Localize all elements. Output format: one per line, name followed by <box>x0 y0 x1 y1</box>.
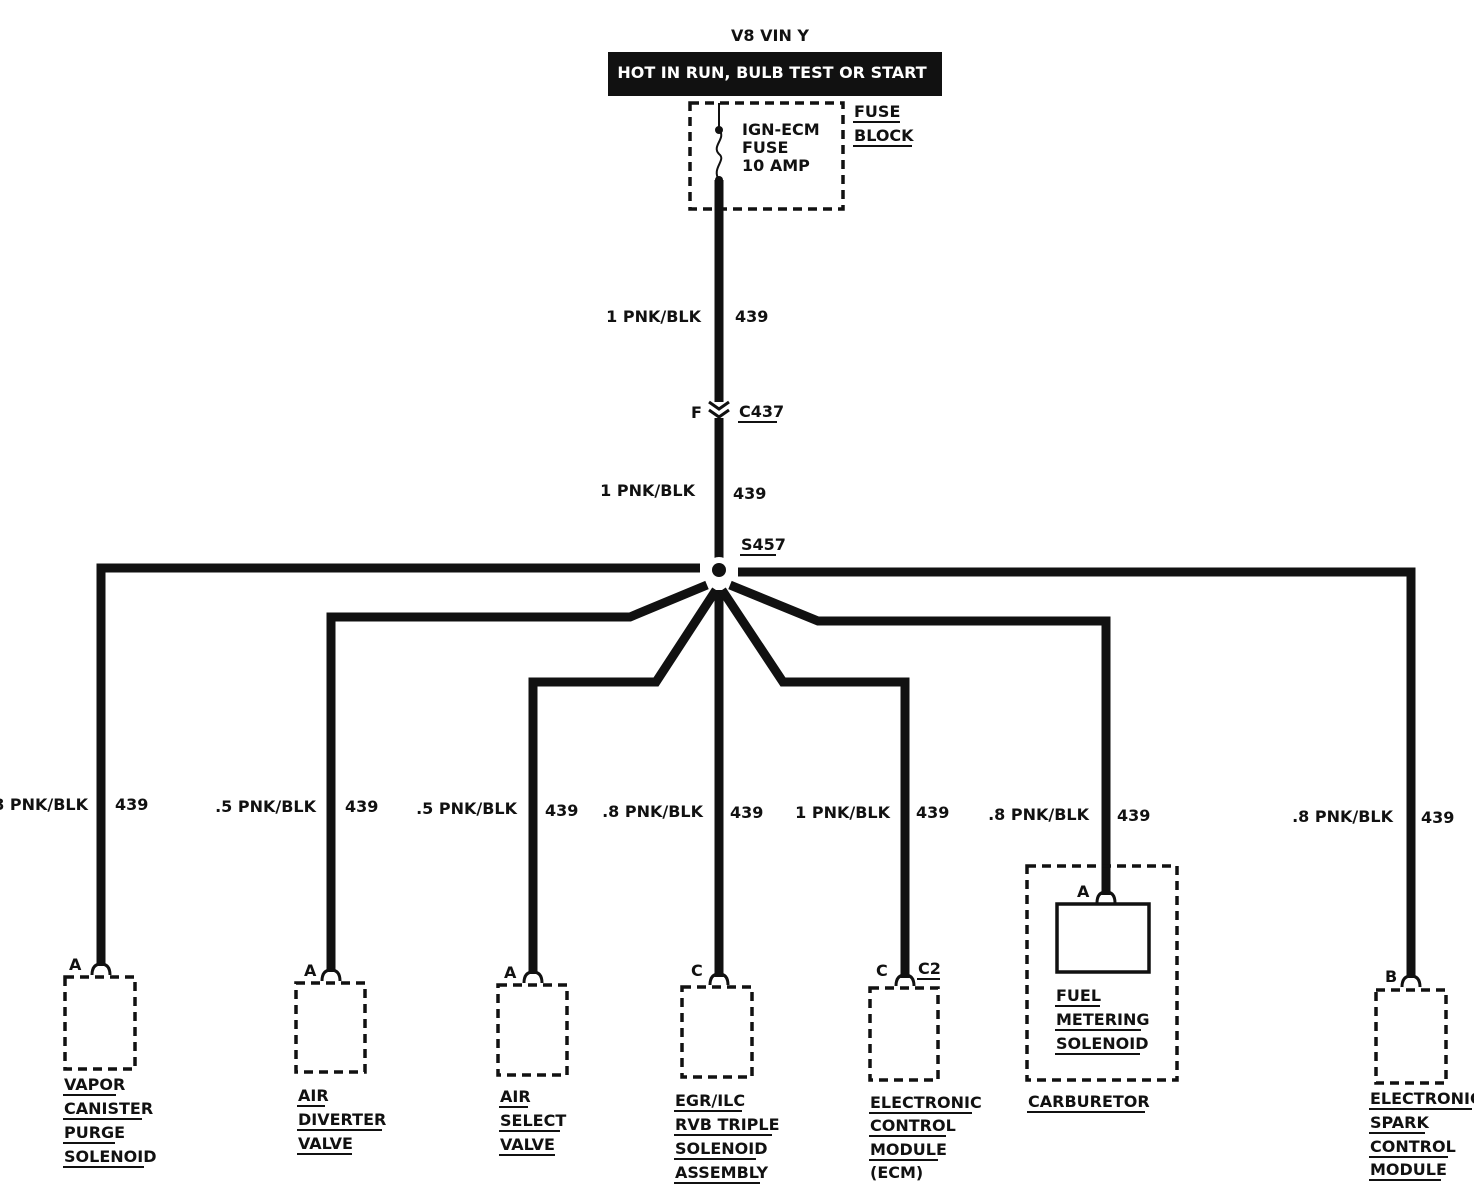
ecm-connector: C2 <box>918 959 941 978</box>
fuse-block-label: FUSE BLOCK <box>853 102 914 147</box>
vapor-canister-terminal <box>90 962 112 976</box>
air-select-terminal <box>522 970 544 984</box>
ecm-label-line1: ELECTRONIC <box>870 1093 982 1112</box>
fuel-metering-label-line2: METERING <box>1056 1010 1150 1029</box>
power-banner-text: HOT IN RUN, BULB TEST OR START <box>617 63 926 82</box>
egr-terminal <box>708 972 730 986</box>
fuse-name-line1: IGN-ECM <box>742 120 820 139</box>
air-diverter-label-line3: VALVE <box>298 1134 353 1153</box>
spark-control-terminal <box>1400 974 1422 988</box>
connector-c437-symbol <box>708 400 730 419</box>
vapor-canister-label-line3: PURGE <box>64 1123 125 1142</box>
spark-control-pin: B <box>1385 967 1397 986</box>
branch-wire-spark-control <box>738 567 1416 978</box>
fuel-metering-label-line3: SOLENOID <box>1056 1034 1148 1053</box>
air-diverter-valve-outline <box>294 981 367 1074</box>
air-select-label-line3: VALVE <box>500 1135 555 1154</box>
air-select-valve-outline <box>496 983 569 1077</box>
branch-gauge-ecm: 1 PNK/BLK <box>795 803 890 822</box>
vin-label: V8 VIN Y <box>731 26 809 45</box>
branch-circuit-air-select: 439 <box>545 801 578 820</box>
fuse-block-outline <box>688 101 845 211</box>
fuel-metering-terminal <box>1095 890 1117 904</box>
egr-label-line4: ASSEMBLY <box>675 1163 768 1182</box>
splice-s457-dot <box>712 563 726 577</box>
fuse-symbol <box>715 103 723 184</box>
connector-c437-pin: F <box>691 403 702 422</box>
branch-wire-air-diverter <box>326 580 709 972</box>
ecm-terminal <box>894 973 916 987</box>
fuse-block-label-line2: BLOCK <box>854 126 914 145</box>
air-select-label-line1: AIR <box>500 1087 531 1106</box>
spark-control-label-line1: ELECTRONIC <box>1370 1089 1474 1108</box>
branch-circuit-ecm: 439 <box>916 803 949 822</box>
vapor-canister-label-line4: SOLENOID <box>64 1147 156 1166</box>
fuse-name-line2: FUSE <box>742 138 788 157</box>
ecm-label-line3: MODULE <box>870 1140 947 1159</box>
egr-solenoid-assembly-outline <box>680 985 754 1079</box>
branch-gauge-air-diverter: .5 PNK/BLK <box>215 797 317 816</box>
air-diverter-label-line1: AIR <box>298 1086 329 1105</box>
branch-circuit-air-diverter: 439 <box>345 797 378 816</box>
carburetor-label: CARBURETOR <box>1028 1092 1150 1111</box>
ecm-outline <box>868 986 940 1082</box>
branch-wire-air-select <box>528 587 720 974</box>
air-select-valve-label: AIR SELECT VALVE <box>499 1087 566 1156</box>
branch-wire-vapor-canister <box>96 563 700 966</box>
spark-control-label-line2: SPARK <box>1370 1113 1429 1132</box>
air-diverter-terminal <box>320 968 342 982</box>
branch-gauge-egr: .8 PNK/BLK <box>602 802 704 821</box>
vapor-canister-label-line2: CANISTER <box>64 1099 153 1118</box>
egr-pin: C <box>691 961 703 980</box>
vapor-canister-purge-solenoid-label: VAPOR CANISTER PURGE SOLENOID <box>63 1075 156 1168</box>
spark-control-label-line3: CONTROL <box>1370 1137 1456 1156</box>
spark-control-label-line4: MODULE <box>1370 1160 1447 1179</box>
air-select-label-line2: SELECT <box>500 1111 566 1130</box>
ecm-label: ELECTRONIC CONTROL MODULE (ECM) <box>869 1093 982 1182</box>
fuel-metering-label-line1: FUEL <box>1056 986 1101 1005</box>
main-wire-lower-gauge: 1 PNK/BLK <box>600 481 695 500</box>
branch-circuit-fuel-metering: 439 <box>1117 806 1150 825</box>
carburetor-outline <box>1025 864 1179 1082</box>
spark-control-module-label: ELECTRONIC SPARK CONTROL MODULE <box>1369 1089 1474 1181</box>
branch-gauge-fuel-metering: .8 PNK/BLK <box>988 805 1090 824</box>
ecm-label-line4: (ECM) <box>870 1163 923 1182</box>
fuse-rating: 10 AMP <box>742 156 810 175</box>
ecm-pin: C <box>876 961 888 980</box>
fuel-metering-pin: A <box>1077 882 1090 901</box>
branch-circuit-vapor-canister: 439 <box>115 795 148 814</box>
fuse-block-label-line1: FUSE <box>854 102 900 121</box>
main-wire-upper-circuit: 439 <box>735 307 768 326</box>
air-diverter-valve-label: AIR DIVERTER VALVE <box>297 1086 386 1155</box>
air-select-pin: A <box>504 963 517 982</box>
branch-gauge-spark-control: .8 PNK/BLK <box>1292 807 1394 826</box>
branch-gauge-air-select: .5 PNK/BLK <box>416 799 518 818</box>
vapor-canister-pin: A <box>69 955 82 974</box>
main-wire-lower-circuit: 439 <box>733 484 766 503</box>
fuel-metering-solenoid-label: FUEL METERING SOLENOID <box>1055 986 1150 1055</box>
power-banner-box <box>608 52 942 96</box>
air-diverter-label-line2: DIVERTER <box>298 1110 386 1129</box>
main-wire-upper-gauge: 1 PNK/BLK <box>606 307 701 326</box>
spark-control-module-outline <box>1374 988 1448 1085</box>
branch-circuit-spark-control: 439 <box>1421 808 1454 827</box>
branch-gauge-vapor-canister: .8 PNK/BLK <box>0 795 89 814</box>
egr-solenoid-assembly-label: EGR/ILC RVB TRIPLE SOLENOID ASSEMBLY <box>674 1091 780 1184</box>
connector-c437-id: C437 <box>739 402 784 421</box>
air-diverter-pin: A <box>304 961 317 980</box>
fuel-metering-solenoid-body <box>1055 902 1151 974</box>
vapor-canister-purge-solenoid-outline <box>63 975 137 1071</box>
splice-s457-id: S457 <box>741 535 786 554</box>
branch-wire-fuel-metering <box>728 580 1111 895</box>
branch-wire-ecm <box>718 587 910 978</box>
branch-circuit-egr: 439 <box>730 803 763 822</box>
ecm-label-line2: CONTROL <box>870 1116 956 1135</box>
egr-label-line3: SOLENOID <box>675 1139 767 1158</box>
egr-label-line2: RVB TRIPLE <box>675 1115 780 1134</box>
vapor-canister-label-line1: VAPOR <box>64 1075 125 1094</box>
egr-label-line1: EGR/ILC <box>675 1091 745 1110</box>
